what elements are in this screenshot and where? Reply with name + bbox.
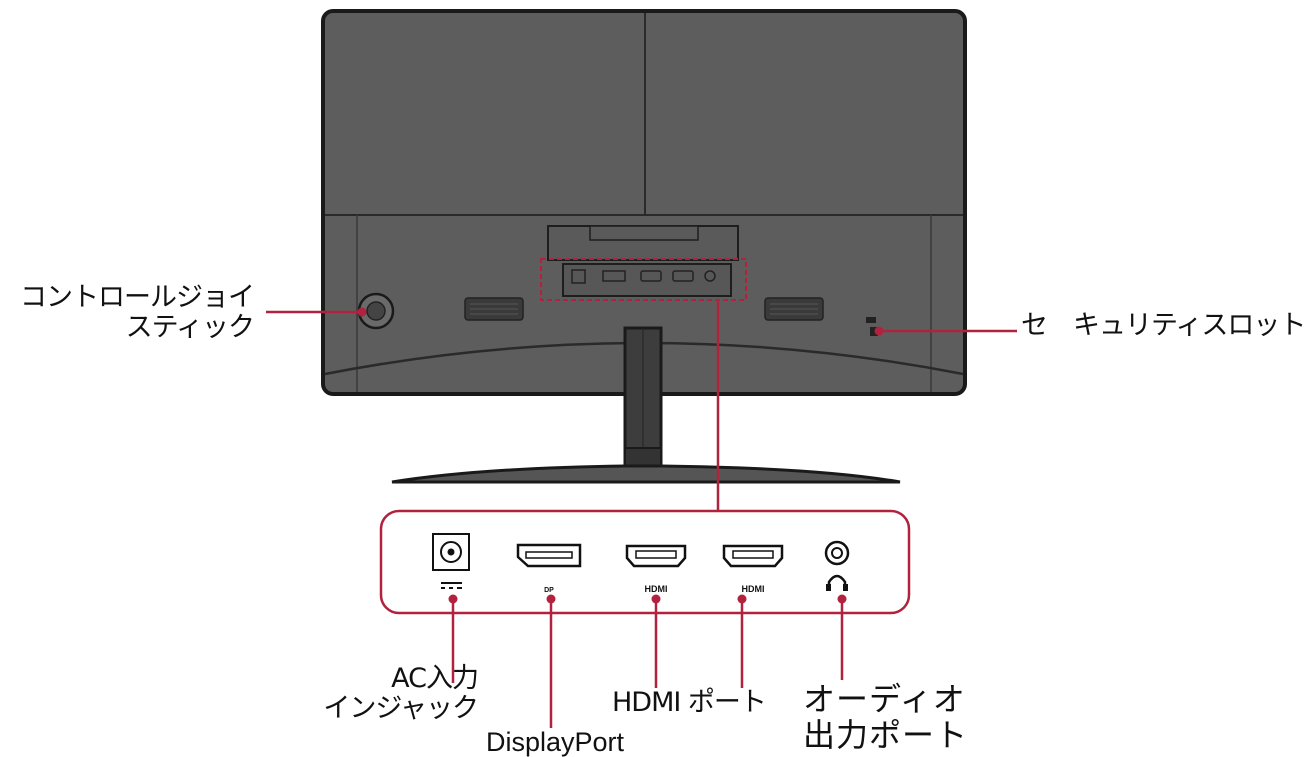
ac-input-label-line-1: AC入力 [391,663,479,694]
hdmi-connector-2 [722,544,784,568]
audio-out-label: オーディオ 出力ポート [803,680,969,754]
vent-grille-left [464,297,524,321]
joystick-label: コントロールジョイ スティック [20,282,255,344]
security-slot-label: セ キュリティスロット [1021,310,1306,341]
joystick-label-line-1: コントロールジョイ [20,282,255,313]
hdmi-connector-1 [625,544,687,568]
dc-power-symbol-icon [441,582,462,589]
ac-input-label-line-2: インジャック [323,693,479,725]
hdmi-mark-2: HDMI [742,584,765,594]
audio-out-label-line-1: オーディオ [803,680,966,718]
dp-mark: DP [544,587,554,594]
monitor-stand [391,326,901,484]
ac-input-label: AC入力 インジャック [304,663,479,725]
dc-power-jack [432,533,470,571]
vent-grille-right [764,297,824,321]
leader-lines [266,307,1017,728]
displayport-label: DisplayPort [486,727,625,757]
headphone-icon [826,574,848,591]
audio-out-label-line-2: 出力ポート [803,715,969,754]
displayport-connector [516,543,582,568]
joystick-label-line-2: スティック [125,312,255,344]
monitor-back-housing [321,9,967,396]
port-panel-enlarged: DP HDMI HDMI [379,509,911,615]
audio-out-jack [824,540,850,566]
hdmi-mark-1: HDMI [645,584,668,594]
small-port-row [571,269,716,284]
hdmi-port-label: HDMI ポート [612,687,767,718]
security-slot [866,317,878,336]
